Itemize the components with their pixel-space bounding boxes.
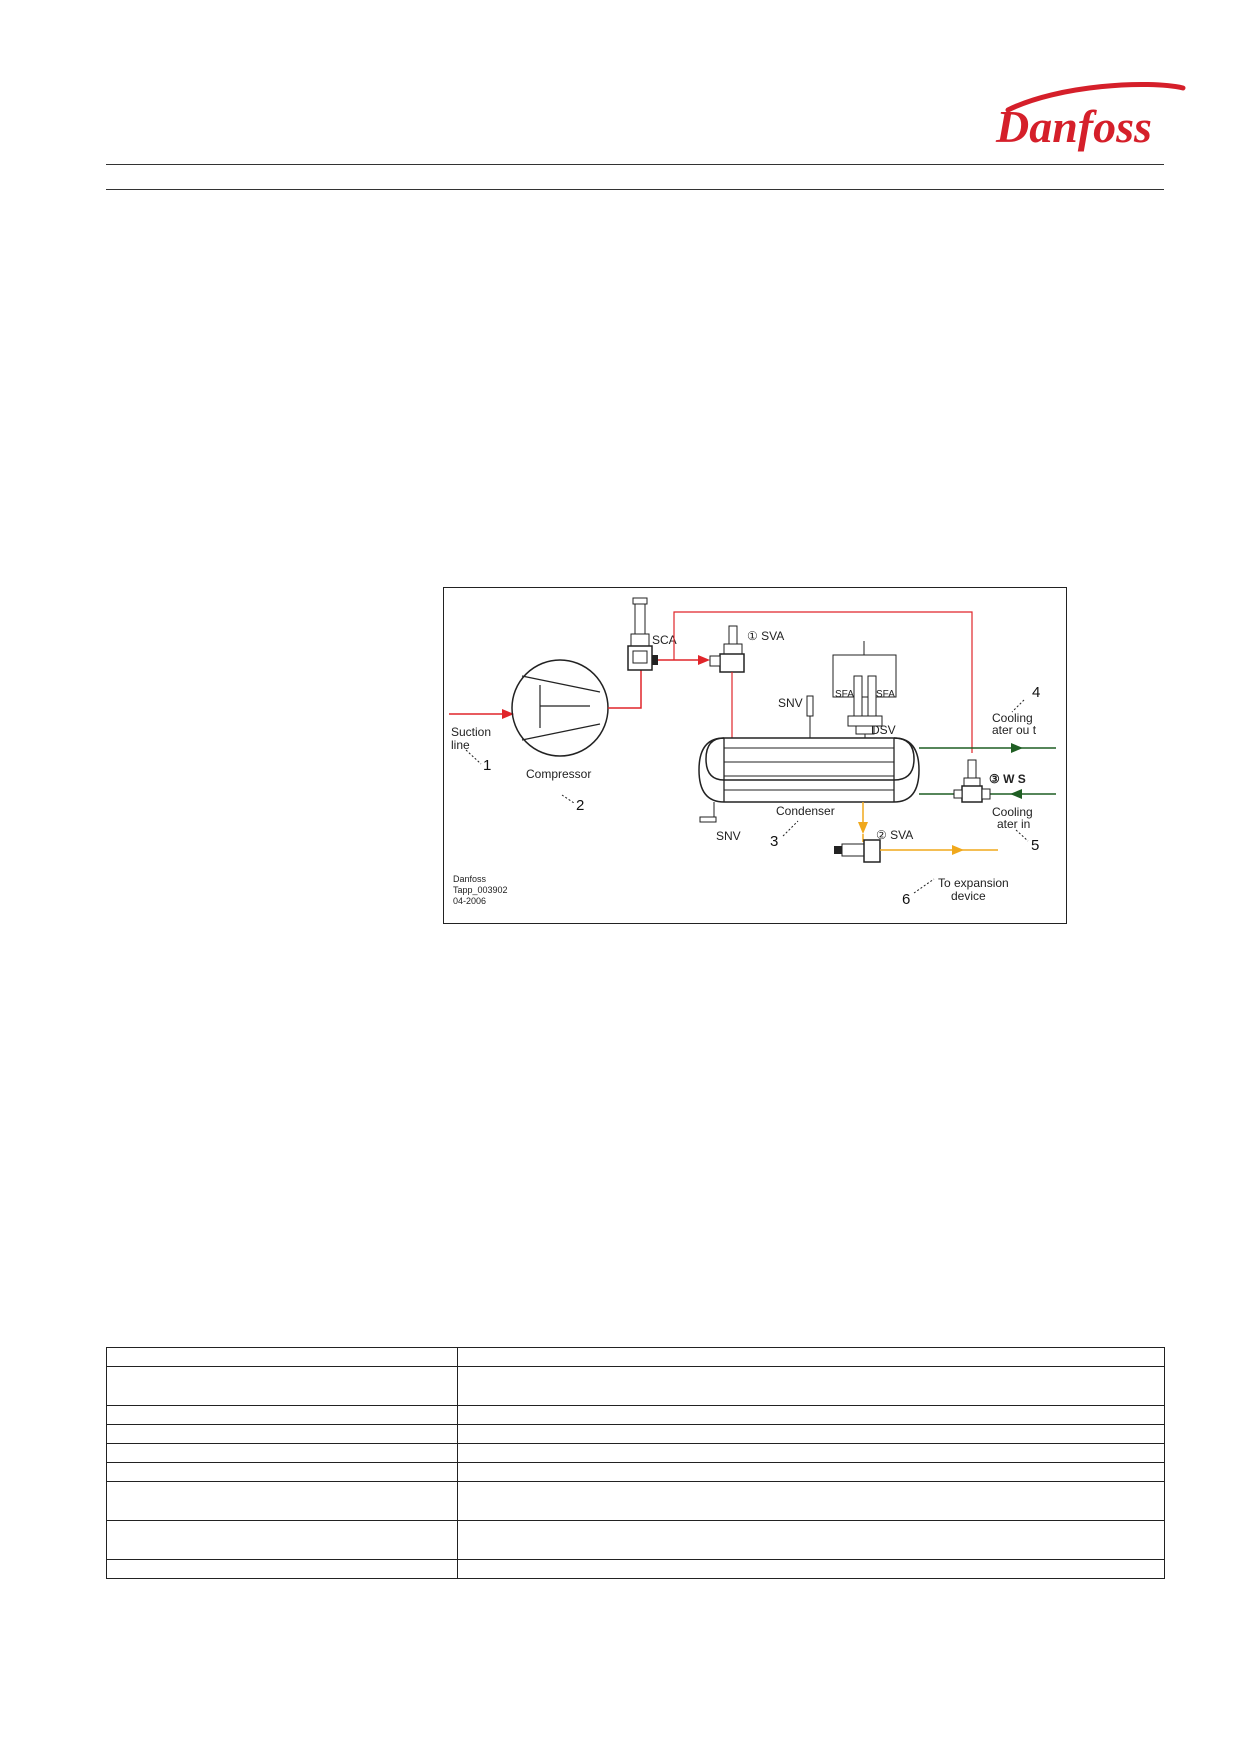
- label-sva-1: ① SVA: [747, 629, 784, 643]
- wvs-valve: [953, 759, 991, 803]
- stamp-line-1: Danfoss: [453, 874, 487, 884]
- specification-table: [106, 1347, 1165, 1579]
- stamp-line-2: Tapp_003902: [453, 885, 508, 895]
- label-num-3: 3: [770, 833, 778, 850]
- label-sfa-left: SFA: [835, 689, 854, 700]
- label-cooling-out-2: ater ou t: [992, 723, 1037, 737]
- snv-top-valve: [806, 695, 814, 738]
- label-suction: Suction: [451, 725, 491, 739]
- condenser-piping-diagram: Suction line 1 Compressor 2 SCA: [443, 587, 1067, 924]
- sca-valve: [627, 597, 658, 671]
- table-row: [106, 1347, 1165, 1367]
- label-cooling-in-2: ater in: [997, 817, 1030, 831]
- dsv-sfa-assembly: [832, 641, 897, 738]
- label-dsv: DSV: [871, 723, 896, 737]
- header-rule-bottom: [106, 189, 1164, 190]
- label-num-6: 6: [902, 891, 910, 908]
- label-sca: SCA: [652, 633, 677, 647]
- compressor-symbol: [511, 659, 609, 757]
- label-compressor: Compressor: [526, 767, 591, 781]
- label-num-1: 1: [483, 757, 491, 774]
- sva-2-valve: [834, 839, 881, 863]
- label-sva-2: ② SVA: [876, 828, 913, 842]
- table-row: [106, 1424, 1165, 1444]
- table-row: [106, 1520, 1165, 1560]
- discharge-pipe-1: [608, 670, 642, 709]
- table-row: [106, 1462, 1165, 1482]
- table-row: [106, 1443, 1165, 1463]
- table-row: [106, 1405, 1165, 1425]
- stamp-line-3: 04-2006: [453, 896, 486, 906]
- label-num-5: 5: [1031, 837, 1039, 854]
- table-row: [106, 1559, 1165, 1579]
- label-snv-top: SNV: [778, 696, 803, 710]
- table-row: [106, 1366, 1165, 1406]
- label-condenser: Condenser: [776, 804, 835, 818]
- sva-1-valve: [709, 625, 745, 673]
- label-num-4: 4: [1032, 684, 1040, 701]
- label-wvs: ③ W S: [989, 772, 1026, 786]
- label-snv-bottom: SNV: [716, 829, 741, 843]
- snv-bottom-valve: [699, 802, 717, 823]
- svg-text:Danfoss: Danfoss: [995, 101, 1152, 152]
- danfoss-logo: Danfoss: [995, 81, 1186, 152]
- discharge-pipe-3: [673, 611, 973, 753]
- label-cooling-out-1: Cooling: [992, 711, 1033, 725]
- condenser-vessel: [698, 737, 920, 803]
- label-line: line: [451, 738, 470, 752]
- table-row: [106, 1481, 1165, 1521]
- label-cooling-in-1: Cooling: [992, 805, 1033, 819]
- suction-arrow: [502, 709, 514, 719]
- label-num-2: 2: [576, 797, 584, 814]
- header-rule-top: [106, 164, 1164, 165]
- label-sfa-right: SFA: [876, 689, 895, 700]
- label-to-expansion-2: device: [951, 889, 986, 903]
- label-to-expansion-1: To expansion: [938, 876, 1009, 890]
